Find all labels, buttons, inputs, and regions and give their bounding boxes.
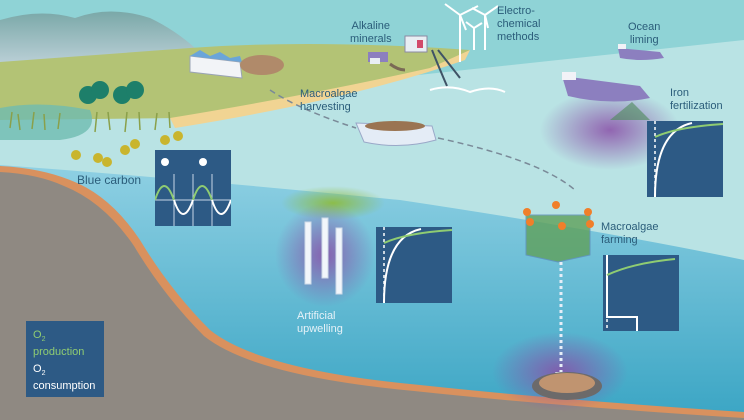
label-alkaline-minerals: Alkaline minerals (350, 20, 392, 45)
label-artificial-upwelling: Artificial upwelling (297, 310, 343, 335)
label-iron-fertilization: Iron fertilization (670, 87, 723, 112)
upwelling-pipes (304, 217, 343, 295)
iron-fertilization-panel (647, 121, 724, 198)
mangrove-trees (79, 81, 144, 104)
legend-o2-consumption: O2 consumption (33, 363, 96, 393)
farming-o2-profile (606, 255, 676, 331)
upwelling-o2-profile (383, 227, 453, 304)
wind-turbines (444, 3, 499, 62)
diel-o2-chart (154, 157, 232, 226)
iron-ship (562, 72, 650, 120)
sun-icon (199, 158, 207, 166)
liming-ship (618, 44, 664, 60)
legend-o2-production: O2 production (33, 329, 85, 359)
processing-factory (189, 50, 243, 79)
macroalgae-farm (523, 201, 594, 263)
label-blue-carbon: Blue carbon (77, 173, 142, 187)
label-ocean-liming: Ocean liming (628, 21, 661, 46)
saltmarsh-shrubs (71, 131, 183, 167)
harvest-boat (355, 121, 437, 147)
iron-o2-profile (654, 121, 724, 198)
label-electrochemical-methods: Electro- chemical methods (497, 5, 541, 43)
alkaline-truck (368, 52, 388, 64)
label-macroalgae-harvesting: Macroalgae harvesting (300, 88, 358, 113)
hills (0, 11, 195, 70)
beach (170, 50, 470, 128)
moon-icon (181, 157, 186, 167)
upwelling-panel (376, 227, 453, 304)
legend: O2 production O2 consumption (26, 321, 104, 397)
label-macroalgae-farming: Macroalgae farming (601, 221, 659, 246)
sun-icon (161, 158, 169, 166)
moon-icon (219, 157, 224, 167)
macroalgae-farming-panel (603, 255, 679, 331)
blue-carbon-panel (154, 150, 232, 226)
seagrass (9, 111, 171, 133)
